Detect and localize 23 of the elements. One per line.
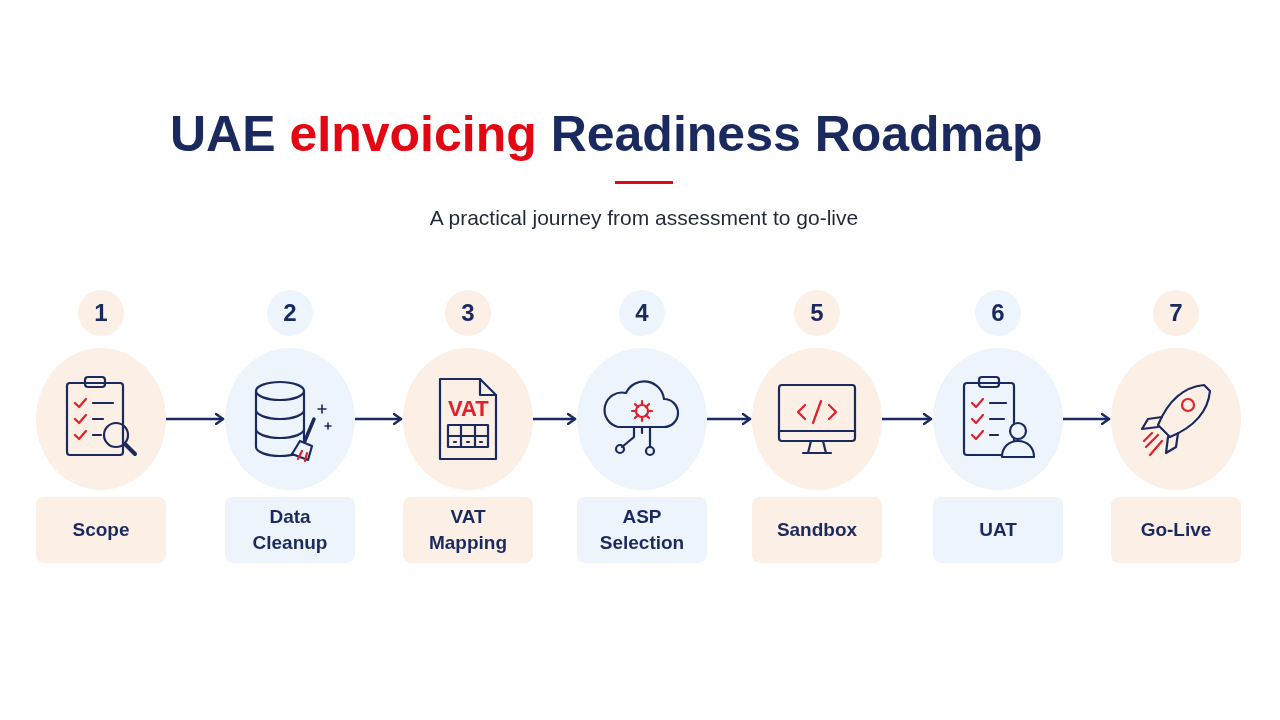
arrow — [353, 412, 403, 426]
icon-text: VAT — [448, 398, 489, 420]
step-number: 2 — [267, 290, 313, 336]
title: UAE eInvoicing Readiness Roadmap — [170, 105, 1043, 164]
arrow — [531, 412, 577, 426]
step-label: Sandbox — [752, 497, 882, 563]
step-number: 1 — [78, 290, 124, 336]
arrow — [164, 412, 225, 426]
step-number: 3 — [445, 290, 491, 336]
step-label: ASP Selection — [577, 497, 707, 563]
arrow — [880, 412, 933, 426]
step-number: 6 — [975, 290, 1021, 336]
arrow — [1061, 412, 1111, 426]
step-number: 7 — [1153, 290, 1199, 336]
arrow — [705, 412, 752, 426]
step-label: Scope — [36, 497, 166, 563]
step-label: Data Cleanup — [225, 497, 355, 563]
step-label: VAT Mapping — [403, 497, 533, 563]
step-label: UAT — [933, 497, 1063, 563]
step-number: 5 — [794, 290, 840, 336]
step-number: 4 — [619, 290, 665, 336]
step-label: Go-Live — [1111, 497, 1241, 563]
subtitle: A practical journey from assessment to go-live — [428, 205, 860, 231]
